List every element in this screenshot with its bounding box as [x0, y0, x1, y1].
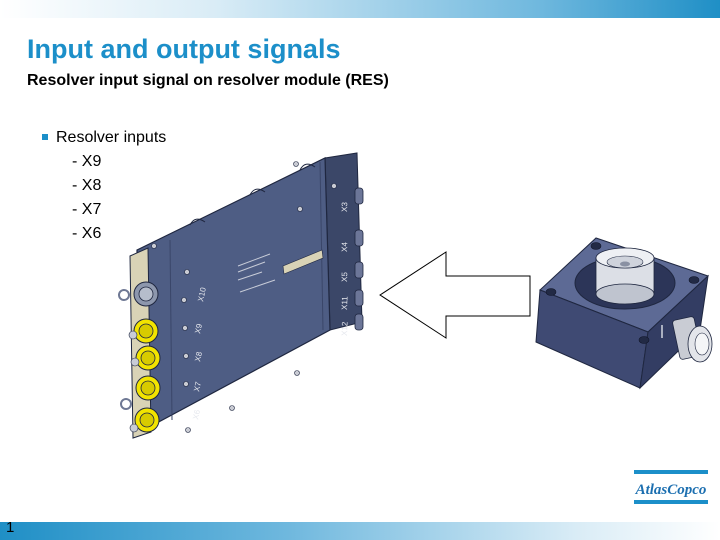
module-label-x10: X10 [196, 286, 208, 302]
atlas-copco-logo: AtlasCopco [634, 470, 708, 504]
top-gradient-bar [0, 0, 720, 18]
module-label-x5: X5 [340, 271, 349, 282]
signal-arrow-icon [379, 251, 531, 339]
bottom-gradient-bar [0, 522, 720, 540]
module-label-x3: X3 [340, 201, 349, 212]
connector-x8 [130, 345, 161, 371]
sub-item-x7: - X7 [72, 201, 102, 218]
module-label-x7: X7 [192, 380, 203, 392]
logo-text: AtlasCopco [635, 482, 707, 498]
sub-item-x8: - X8 [72, 177, 102, 194]
bullet-square-icon [42, 134, 48, 140]
connector-x9 [128, 318, 159, 344]
module-label-x12: X12 [340, 321, 350, 336]
module-label-x8: X8 [193, 350, 204, 362]
resolver-module-illustration: X10 X9 X8 X7 X6 X3 X4 X5 X11 X12 [118, 152, 364, 439]
slide-title: Input and output signals [27, 34, 341, 64]
page-number: 1 [6, 519, 15, 536]
connector-x7 [120, 375, 161, 410]
sub-item-x9: - X9 [72, 153, 102, 170]
connector-x10 [118, 281, 159, 307]
sub-item-x6: - X6 [72, 225, 102, 242]
module-label-x9: X9 [193, 322, 204, 334]
slide-subtitle: Resolver input signal on resolver module… [27, 72, 389, 89]
connector-x6 [129, 407, 160, 433]
bullet-item: Resolver inputs [56, 129, 167, 146]
module-label-x11: X11 [340, 296, 349, 310]
module-label-x6: X6 [191, 408, 202, 420]
module-logo-plate [282, 249, 324, 275]
module-label-x4: X4 [340, 241, 349, 252]
resolver-unit-illustration [535, 237, 713, 390]
